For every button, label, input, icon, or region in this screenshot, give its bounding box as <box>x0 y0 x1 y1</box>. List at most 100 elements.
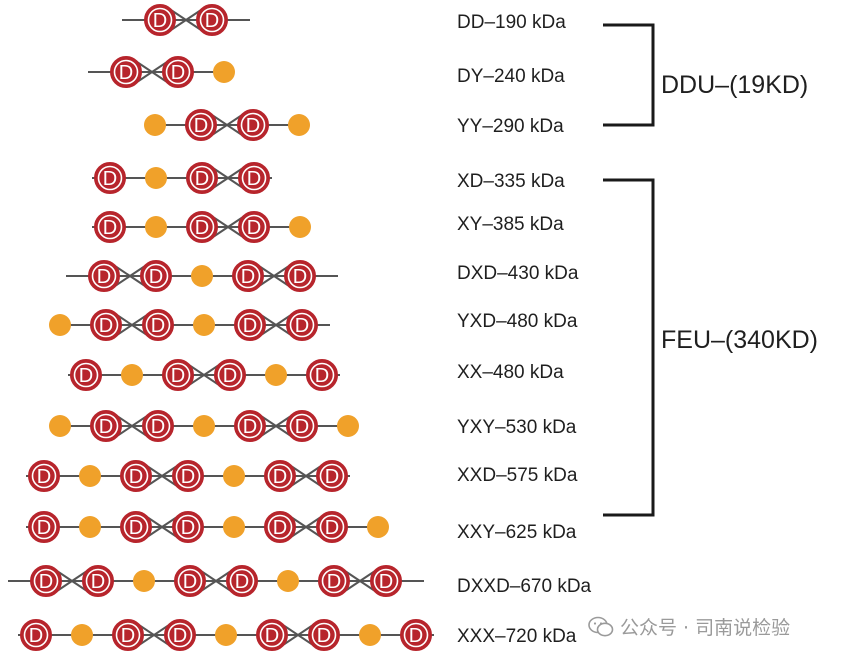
d-domain-ring-10-0 <box>31 514 57 540</box>
d-domain-ring-12-6 <box>311 622 337 648</box>
d-domain-letter-2-1: D <box>194 115 208 137</box>
d-domain-ring-12-3 <box>167 622 193 648</box>
d-domain-ring-7-0 <box>73 362 99 388</box>
d-domain-letter-9-6: D <box>325 466 339 488</box>
d-domain-letter-12-3: D <box>173 625 187 647</box>
watermark-text: 公众号 · 司南说检验 <box>620 617 791 639</box>
d-domain-letter-5-4: D <box>293 266 307 288</box>
d-domain-letter-8-2: D <box>151 416 165 438</box>
d-domain-letter-10-3: D <box>181 517 195 539</box>
molecule-label-7: XX–480 kDa <box>457 362 564 383</box>
e-domain-12-7 <box>359 624 381 646</box>
e-domain-11-2 <box>133 570 155 592</box>
d-domain-ring-12-2 <box>115 622 141 648</box>
e-domain-3-1 <box>145 167 167 189</box>
d-domain-letter-8-5: D <box>295 416 309 438</box>
d-domain-letter-7-2: D <box>171 365 185 387</box>
d-domain-ring-9-3 <box>175 463 201 489</box>
e-domain-7-4 <box>265 364 287 386</box>
e-domain-2-0 <box>144 114 166 136</box>
d-domain-ring-11-7 <box>373 568 399 594</box>
d-domain-letter-10-0: D <box>37 517 51 539</box>
molecule-label-3: XD–335 kDa <box>457 171 565 192</box>
crosslink-b-12-6 <box>279 622 317 648</box>
d-domain-letter-5-0: D <box>97 266 111 288</box>
crosslink-b-9-6 <box>287 463 325 489</box>
e-domain-8-0 <box>49 415 71 437</box>
crosslink-b-11-4 <box>197 568 235 594</box>
e-domain-8-6 <box>337 415 359 437</box>
d-domain-letter-12-5: D <box>265 625 279 647</box>
d-domain-letter-12-0: D <box>29 625 43 647</box>
d-domain-ring-8-2 <box>145 413 171 439</box>
d-domain-letter-6-5: D <box>295 315 309 337</box>
crosslink-b-4-3 <box>209 214 247 240</box>
e-domain-10-1 <box>79 516 101 538</box>
molecule-label-4: XY–385 kDa <box>457 214 564 235</box>
wechat-icon <box>588 616 614 636</box>
crosslink-b-10-3 <box>143 514 181 540</box>
d-domain-ring-4-3 <box>241 214 267 240</box>
d-domain-letter-3-3: D <box>247 168 261 190</box>
d-domain-ring-1-0 <box>113 59 139 85</box>
d-domain-ring-6-4 <box>237 312 263 338</box>
d-domain-ring-12-8 <box>403 622 429 648</box>
d-domain-letter-10-2: D <box>129 517 143 539</box>
d-domain-ring-11-1 <box>85 568 111 594</box>
d-domain-letter-11-4: D <box>235 571 249 593</box>
e-domain-4-1 <box>145 216 167 238</box>
bracket-feu <box>603 178 655 517</box>
d-domain-ring-6-2 <box>145 312 171 338</box>
d-domain-letter-5-3: D <box>241 266 255 288</box>
d-domain-ring-9-2 <box>123 463 149 489</box>
d-domain-letter-11-7: D <box>379 571 393 593</box>
molecule-label-9: XXD–575 kDa <box>457 465 578 486</box>
crosslink-b-8-2 <box>113 413 151 439</box>
crosslink-b-11-7 <box>341 568 379 594</box>
d-domain-ring-2-2 <box>240 112 266 138</box>
d-domain-ring-9-6 <box>319 463 345 489</box>
e-domain-5-2 <box>191 265 213 287</box>
e-domain-1-2 <box>213 61 235 83</box>
d-domain-ring-11-4 <box>229 568 255 594</box>
d-domain-ring-7-5 <box>309 362 335 388</box>
d-domain-ring-0-0 <box>147 7 173 33</box>
d-domain-letter-9-2: D <box>129 466 143 488</box>
d-domain-letter-12-6: D <box>317 625 331 647</box>
d-domain-ring-4-2 <box>189 214 215 240</box>
d-domain-ring-8-4 <box>237 413 263 439</box>
d-domain-ring-5-0 <box>91 263 117 289</box>
watermark: 公众号 · 司南说检验 <box>588 613 790 640</box>
d-domain-letter-4-0: D <box>103 217 117 239</box>
crosslink-b-5-4 <box>255 263 293 289</box>
molecule-label-1: DY–240 kDa <box>457 66 565 87</box>
d-domain-letter-11-6: D <box>327 571 341 593</box>
e-domain-10-7 <box>367 516 389 538</box>
e-domain-6-3 <box>193 314 215 336</box>
d-domain-ring-12-5 <box>259 622 285 648</box>
d-domain-letter-7-3: D <box>223 365 237 387</box>
d-domain-letter-11-0: D <box>39 571 53 593</box>
d-domain-ring-7-2 <box>165 362 191 388</box>
crosslink-b-1-1 <box>133 59 171 85</box>
d-domain-ring-10-5 <box>267 514 293 540</box>
d-domain-letter-9-5: D <box>273 466 287 488</box>
d-domain-letter-9-0: D <box>37 466 51 488</box>
crosslink-b-11-1 <box>53 568 91 594</box>
crosslink-b-12-3 <box>135 622 173 648</box>
e-domain-8-3 <box>193 415 215 437</box>
crosslink-b-6-5 <box>257 312 295 338</box>
e-domain-7-1 <box>121 364 143 386</box>
d-domain-letter-3-0: D <box>103 168 117 190</box>
e-domain-4-4 <box>289 216 311 238</box>
molecule-label-8: YXY–530 kDa <box>457 417 577 438</box>
d-domain-ring-5-1 <box>143 263 169 289</box>
d-domain-letter-4-2: D <box>195 217 209 239</box>
d-domain-ring-2-1 <box>188 112 214 138</box>
d-domain-letter-6-4: D <box>243 315 257 337</box>
d-domain-ring-1-1 <box>165 59 191 85</box>
d-domain-ring-11-3 <box>177 568 203 594</box>
crosslink-b-0-1 <box>167 7 205 33</box>
d-domain-letter-5-1: D <box>149 266 163 288</box>
